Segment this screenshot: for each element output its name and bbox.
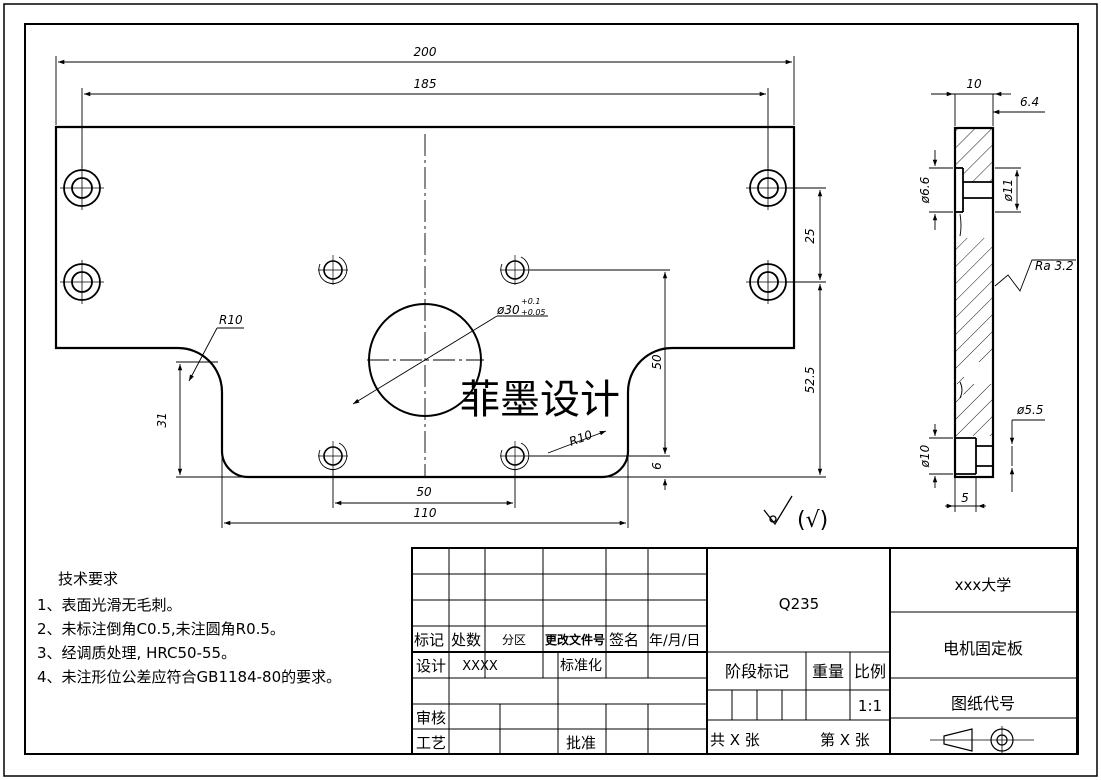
note-1: 1、表面光滑无毛刺。 [37,596,182,614]
tb-scale-label: 比例 [854,662,886,681]
tb-standardize: 标准化 [560,658,602,674]
dim-main-hole: ø30 [496,303,520,317]
tb-sign: 签名 [609,631,639,649]
dim-r10-left: R10 [219,313,243,327]
dim-50-vertical: 50 [650,354,664,370]
dim-tolerance-upper: +0.1 [521,297,540,306]
tb-date: 年/月/日 [649,633,700,649]
dim-r10-right: R10 [567,427,594,448]
dim-52-5: 52.5 [803,367,817,394]
dim-phi11: ø11 [1001,179,1015,203]
notes-title: 技术要求 [58,570,118,588]
dim-50-horizontal: 50 [416,485,432,499]
dim-6-4: 6.4 [1020,95,1039,109]
tb-sheet-no: 第 X 张 [820,731,870,749]
dim-31: 31 [155,412,169,427]
projection-symbol [930,726,1034,754]
tb-change-doc: 更改文件号 [545,632,605,647]
tb-design: 设计 [416,657,446,675]
title-block-text: 标记 处数 分区 更改文件号 签名 年/月/日 设计 XXXX 标准化 审核 工… [414,576,1023,752]
tb-process: 工艺 [416,734,446,752]
front-view [54,56,826,528]
dim-10: 10 [966,77,982,91]
dim-phi6-6: ø6.6 [918,176,932,204]
dimension-lines [55,56,826,528]
tb-material: Q235 [779,595,819,613]
outer-border [3,3,1098,777]
note-4: 4、未注形位公差应符合GB1184-80的要求。 [37,668,341,686]
roughness-ra: Ra 3.2 [1035,259,1074,273]
tb-part-name: 电机固定板 [943,639,1023,658]
dim-5: 5 [961,491,969,505]
tb-zone: 分区 [502,633,526,647]
note-3: 3、经调质处理, HRC50-55。 [37,644,236,662]
plate-outline [54,125,796,479]
tb-scale-value: 1:1 [858,697,882,715]
dim-6: 6 [650,462,664,470]
dim-110: 110 [414,506,437,520]
note-2: 2、未标注倒角C0.5,未注圆角R0.5。 [37,620,285,638]
dim-185: 185 [414,77,437,91]
tb-approve: 批准 [566,734,596,752]
dim-phi10: ø10 [918,444,932,468]
tapped-holes [318,255,530,471]
dim-tolerance-lower: +0.05 [521,308,546,317]
main-hole [368,303,482,417]
dim-200: 200 [414,45,437,59]
side-outline [953,126,995,479]
tb-drawing-no: 图纸代号 [951,694,1015,713]
side-view [929,91,1076,512]
tb-org: xxx大学 [955,576,1012,594]
roughness-rest: (√) [797,508,828,533]
tb-sheets-total: 共 X 张 [710,731,760,749]
dim-25: 25 [803,228,817,243]
roughness-symbol [763,495,793,526]
watermark: 菲墨设计 [460,377,620,423]
tb-designer: XXXX [462,659,498,674]
tb-mark: 标记 [414,631,444,649]
title-block [411,547,1078,755]
dim-phi5-5: ø5.5 [1016,403,1043,417]
tb-stage-mark: 阶段标记 [725,662,789,681]
tb-weight: 重量 [812,662,844,681]
tb-count: 处数 [451,631,481,649]
tb-review: 审核 [416,709,446,727]
